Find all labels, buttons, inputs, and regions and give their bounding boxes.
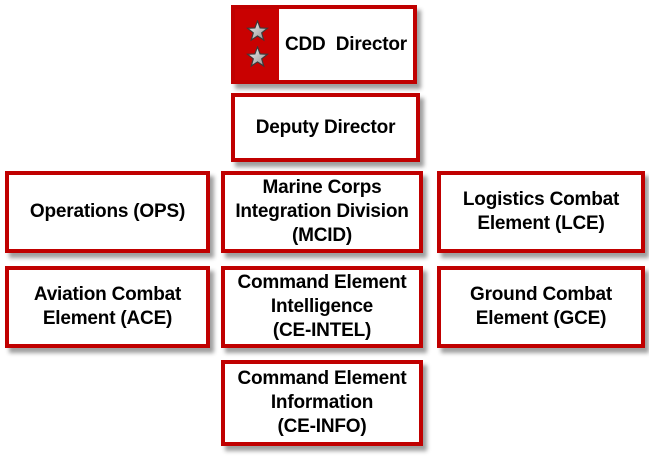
org-box-ce-info: Command Element Information (CE-INFO) <box>221 360 423 446</box>
org-box-lce: Logistics Combat Element (LCE) <box>437 171 645 253</box>
org-box-deputy-director: Deputy Director <box>231 93 420 162</box>
star-icon <box>245 20 269 42</box>
org-box-label-ce-info: Command Element Information (CE-INFO) <box>237 368 407 437</box>
org-box-label-ce-intel: Command Element Intelligence (CE-INTEL) <box>237 272 407 341</box>
org-box-mcid: Marine Corps Integration Division (MCID) <box>221 171 423 253</box>
org-box-label-cdd-director: CDD Director <box>285 33 407 55</box>
org-box-label-mcid: Marine Corps Integration Division (MCID) <box>235 177 409 246</box>
org-box-label-ace: Aviation Combat Element (ACE) <box>33 284 182 329</box>
org-box-ace: Aviation Combat Element (ACE) <box>5 266 210 348</box>
org-box-label-deputy-director: Deputy Director <box>255 116 396 138</box>
org-box-cdd-director: CDD Director <box>231 5 417 84</box>
org-box-ce-intel: Command Element Intelligence (CE-INTEL) <box>221 266 423 348</box>
org-box-gce: Ground Combat Element (GCE) <box>437 266 645 348</box>
two-star-flag <box>235 9 279 80</box>
org-box-label-operations: Operations (OPS) <box>29 201 186 223</box>
org-box-label-gce: Ground Combat Element (GCE) <box>470 284 612 329</box>
org-box-operations: Operations (OPS) <box>5 171 210 253</box>
org-box-label-lce: Logistics Combat Element (LCE) <box>462 189 620 234</box>
star-icon <box>245 46 269 68</box>
